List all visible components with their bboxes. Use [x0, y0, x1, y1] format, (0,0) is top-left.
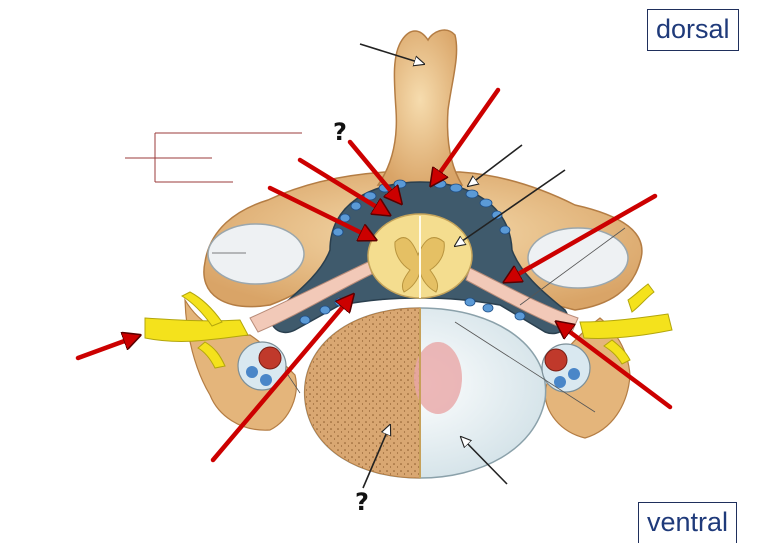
red-pointer-arrows: [75, 87, 673, 463]
open-pointer-arrow: [461, 437, 508, 485]
red-pointer-arrow: [210, 296, 352, 463]
left-articular-facet: [207, 223, 305, 285]
red-pointer-arrow: [506, 193, 658, 281]
question-mark-bottom: ?: [355, 488, 369, 516]
nucleus-pulposus: [414, 342, 462, 414]
ventral-orientation-label: ventral: [638, 502, 738, 543]
right-vertebral-artery: [541, 343, 591, 393]
red-pointer-arrow: [297, 157, 388, 214]
left-spinal-nerve: [144, 317, 249, 342]
red-pointer-arrow: [432, 87, 501, 184]
open-pointer-arrow: [468, 144, 523, 186]
left-vertebral-artery: [237, 341, 287, 391]
red-pointer-arrow: [347, 139, 400, 202]
open-pointer-arrows: [359, 43, 566, 489]
right-spinal-nerve: [579, 313, 673, 340]
leader-lines: [125, 132, 302, 183]
dorsal-orientation-label: dorsal: [647, 9, 739, 51]
open-pointer-arrow: [455, 169, 566, 246]
spinous-process: [376, 29, 464, 186]
right-articular-facet: [527, 227, 629, 289]
question-mark-top: ?: [333, 118, 347, 146]
open-pointer-arrow: [359, 43, 424, 64]
red-pointer-arrow: [75, 336, 138, 361]
red-pointer-arrow: [267, 185, 374, 239]
red-pointer-arrow: [558, 323, 673, 410]
open-pointer-arrow: [362, 425, 390, 489]
